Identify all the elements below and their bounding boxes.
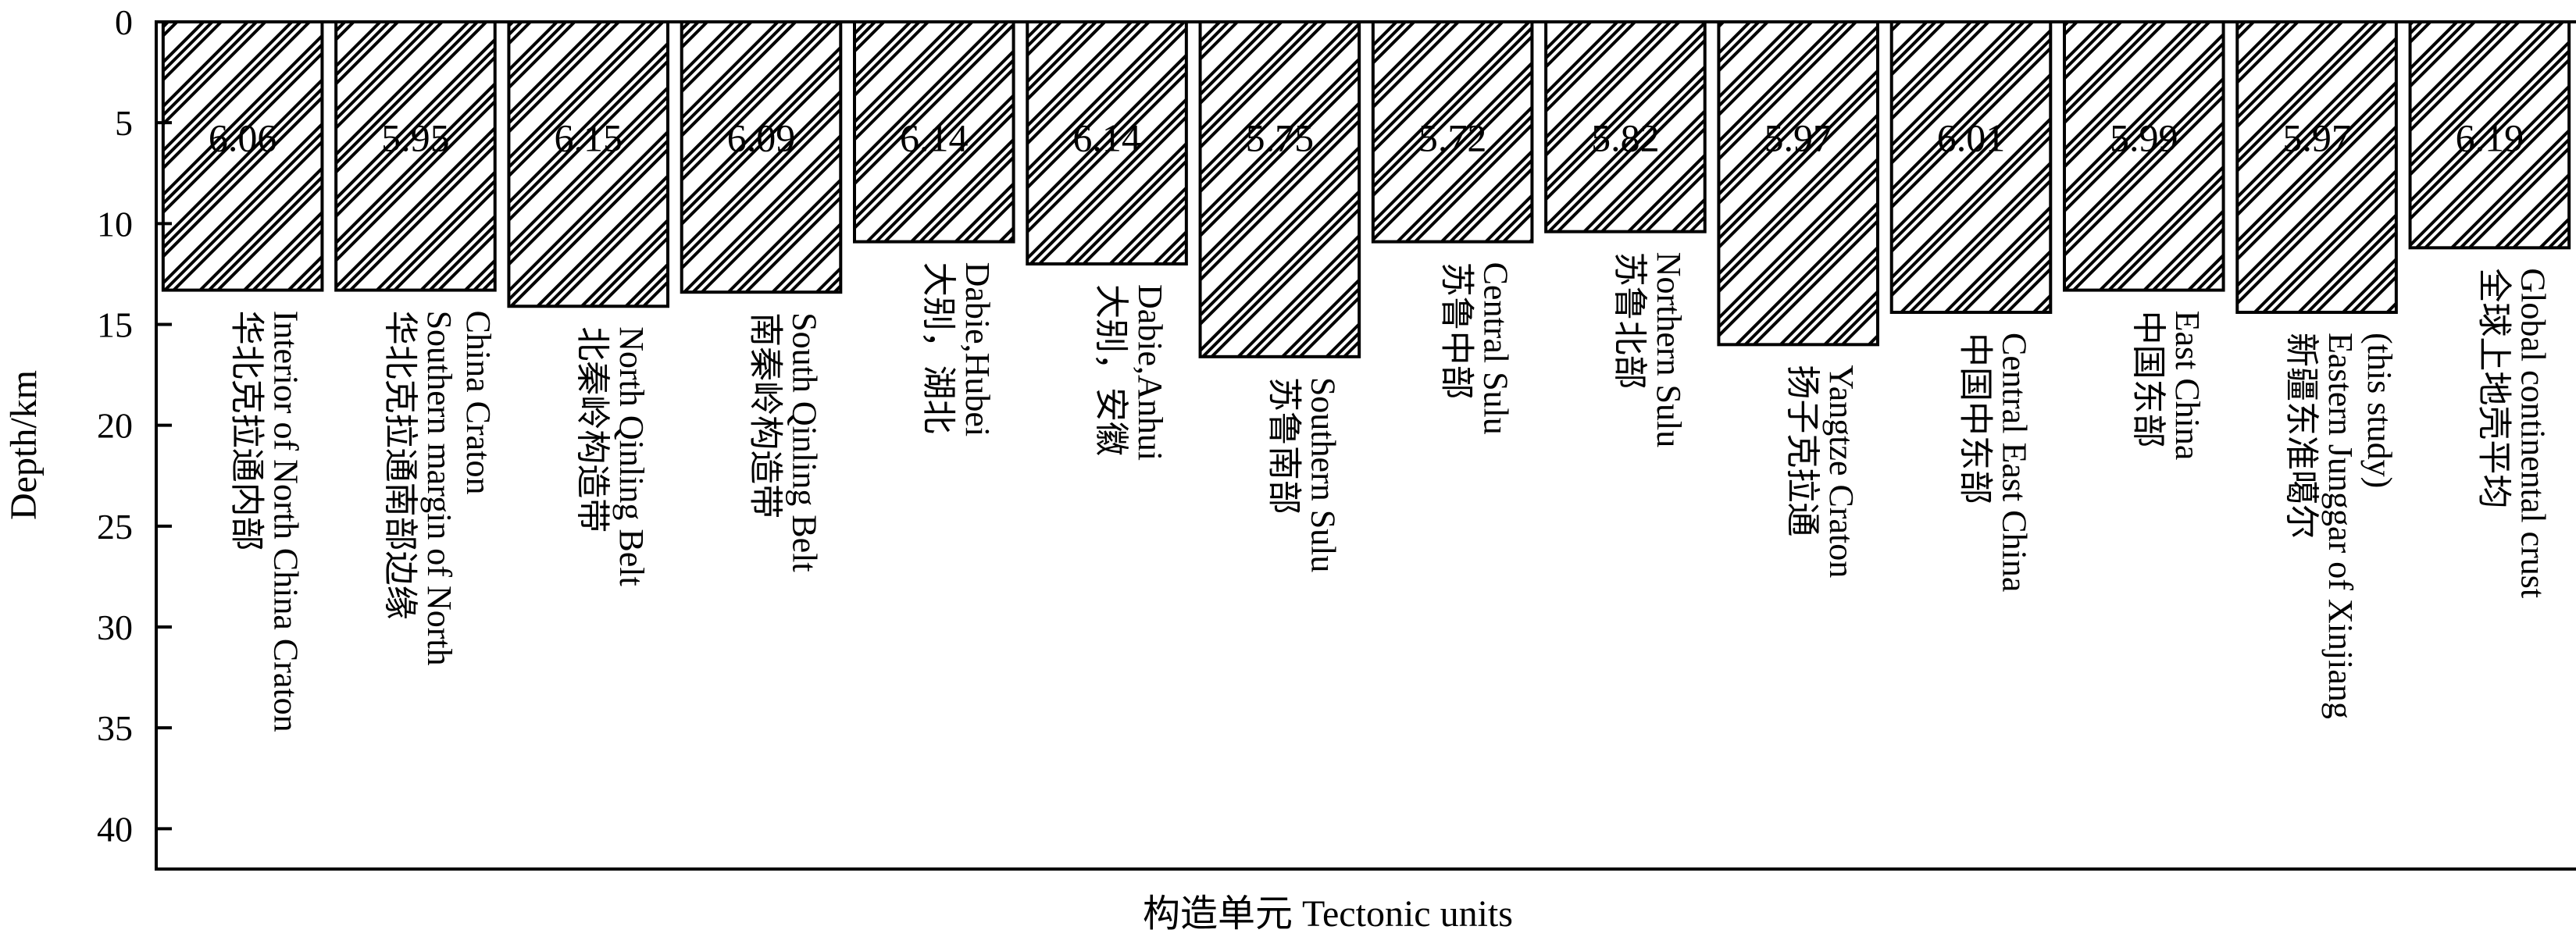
bar <box>1717 20 1880 347</box>
category-label-en: Central Sulu <box>1477 262 1515 435</box>
bar-value-label: 5.75 <box>1246 116 1315 159</box>
category-label-en: East China <box>2168 311 2207 461</box>
category-label-zh: 华北克拉通内部 <box>228 311 266 551</box>
category-label-en: Interior of North China Craton <box>267 311 305 732</box>
x-axis-title: 构造单元 Tectonic units <box>1143 893 1513 935</box>
bar <box>161 20 324 292</box>
y-tick-label: 20 <box>97 406 133 446</box>
bar <box>334 20 497 292</box>
bar <box>1198 20 1361 358</box>
category-label-en: Central East China <box>1996 333 2034 592</box>
category-label-zh: 中国中东部 <box>1957 333 1995 504</box>
bar <box>2235 20 2398 314</box>
category-label-zh: 新疆东准噶尔 <box>2282 333 2321 539</box>
y-tick-label: 30 <box>97 607 133 647</box>
category-label-zh: 全球上地壳平均 <box>2474 268 2513 508</box>
category-label-zh: 苏鲁南部 <box>1265 377 1303 515</box>
category-label-zh: 苏鲁北部 <box>1611 252 1649 390</box>
bar <box>1026 20 1188 265</box>
category-label-en: Global continental crust <box>2514 268 2552 598</box>
category-label-zh: 中国东部 <box>2129 311 2167 448</box>
bar-value-label: 6.15 <box>554 116 623 159</box>
bar-value-label: 5.95 <box>381 116 450 159</box>
category-label-en: Northern Sulu <box>1650 252 1688 448</box>
y-tick-label: 35 <box>97 708 133 748</box>
category-label-zh: 南秦岭构造带 <box>747 312 785 518</box>
bar <box>1544 20 1707 233</box>
category-label-zh: 华北克拉通南部边缘 <box>381 311 419 620</box>
category-label-zh: 大别，湖北 <box>919 262 958 434</box>
y-tick-label: 25 <box>97 507 133 547</box>
y-tick-label: 40 <box>97 809 133 849</box>
bar-value-label: 6.14 <box>900 116 969 159</box>
bar <box>852 20 1015 244</box>
category-label-en: Eastern Junggar of Xinjiang <box>2321 333 2360 719</box>
bar-value-label: 6.14 <box>1072 116 1141 159</box>
bar-value-label: 5.99 <box>2110 116 2178 159</box>
bar <box>2062 20 2225 292</box>
bar-value-label: 6.19 <box>2456 116 2524 159</box>
bar <box>507 20 670 308</box>
bar-value-label: 5.97 <box>1764 116 1832 159</box>
category-label-en: North Qinling Belt <box>612 326 651 586</box>
bar <box>1889 20 2053 314</box>
category-label-en: Southern margin of North <box>420 311 458 666</box>
category-label-en: South Qinling Belt <box>786 312 824 572</box>
bar-value-label: 5.97 <box>2282 116 2351 159</box>
bar-value-label: 6.09 <box>727 116 796 159</box>
category-label-en: Dabie,Anhui <box>1131 284 1169 461</box>
bar <box>1371 20 1534 244</box>
y-tick-label: 0 <box>115 2 133 42</box>
category-label-zh: 北秦岭构造带 <box>573 326 612 533</box>
y-tick-label: 10 <box>97 204 133 244</box>
bar <box>2408 20 2571 250</box>
category-label-en: Yangtze Craton <box>1822 365 1861 578</box>
bar-value-label: 6.06 <box>209 116 277 159</box>
category-label-en: China Craton <box>459 311 498 495</box>
y-tick-label: 5 <box>115 103 133 143</box>
bar-value-label: 5.72 <box>1418 116 1487 159</box>
category-label-zh: 大别，安徽 <box>1092 284 1130 456</box>
category-label-en: Southern Sulu <box>1304 377 1342 573</box>
category-label-en: (this study) <box>2360 333 2399 488</box>
y-axis-title: Depth/km <box>3 370 45 520</box>
category-label-zh: 苏鲁中部 <box>1438 262 1476 400</box>
bar-value-label: 6.01 <box>1937 116 2006 159</box>
category-label-zh: 扬子克拉通 <box>1783 365 1821 536</box>
bar-value-label: 5.82 <box>1591 116 1660 159</box>
y-tick-label: 15 <box>97 305 133 345</box>
category-label-en: Dabie,Hubei <box>958 262 997 437</box>
